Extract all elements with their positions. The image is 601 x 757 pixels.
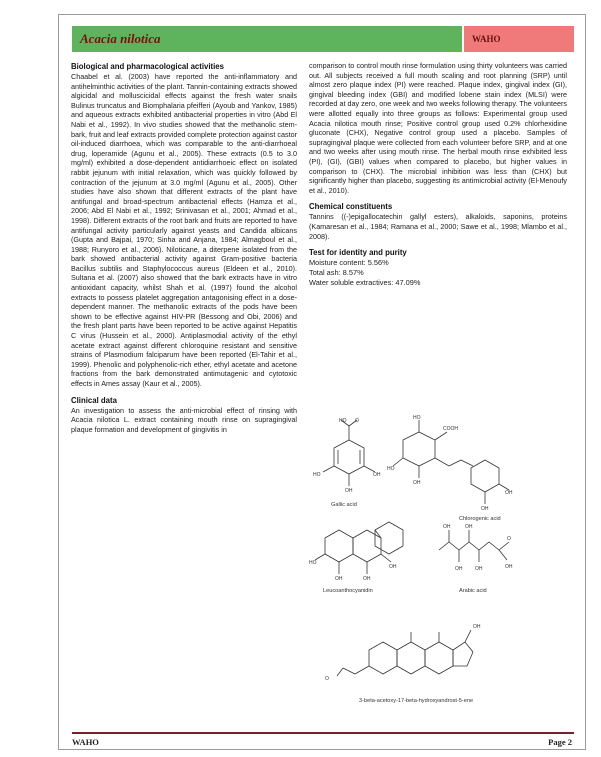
svg-text:O: O (507, 536, 511, 542)
label-leucoanthocyanidin: Leucoanthocyanidin (323, 588, 373, 594)
svg-text:OH: OH (345, 488, 353, 494)
section-heading-clinical: Clinical data (71, 395, 117, 405)
paragraph-clinical: An investigation to assess the anti-micr… (71, 405, 297, 434)
paragraph-constituents: Tannins ((-)epigallocatechin gallyl este… (309, 212, 567, 241)
section-heading-biological: Biological and pharmacological activitie… (71, 62, 224, 71)
header-band: Acacia nilotica WAHO (72, 26, 574, 52)
label-steroid: 3-beta-acetoxy-17-beta-hydroxyandrost-5-… (359, 698, 474, 704)
footer-organization: WAHO (72, 737, 99, 747)
svg-text:OH: OH (389, 564, 397, 570)
svg-text:HO: HO (309, 560, 317, 566)
purity-ash: Total ash: 8.57% (309, 268, 364, 278)
svg-text:OH: OH (475, 566, 483, 572)
svg-text:O: O (325, 676, 329, 682)
label-arabic-acid: Arabic acid (459, 588, 487, 594)
svg-text:OH: OH (505, 564, 513, 570)
svg-text:HO: HO (339, 418, 347, 424)
chemical-structures-figure: HO O OH OH HO HO COOH OH OH HO OH OH OH HO OH OH… (309, 410, 567, 728)
svg-text:HO: HO (313, 472, 321, 478)
footer-rule (72, 732, 574, 734)
svg-text:O: O (355, 418, 359, 424)
monograph-title: Acacia nilotica (72, 26, 462, 52)
svg-text:OH: OH (413, 480, 421, 486)
paragraph-biological: Chaabel et al. (2003) have reported the … (71, 72, 297, 388)
gallic-acid-structure (322, 419, 376, 486)
purity-moisture: Moisture content: 5.56% (309, 258, 389, 268)
paragraph-clinical-cont: comparison to control mouth rinse formul… (309, 61, 567, 195)
arabic-acid-structure (438, 530, 510, 562)
section-heading-identity: Test for identity and purity (309, 248, 407, 258)
label-gallic-acid: Gallic acid (331, 502, 357, 508)
svg-text:OH: OH (481, 506, 489, 512)
svg-text:COOH: COOH (443, 426, 458, 432)
chlorogenic-acid-structure (392, 420, 510, 504)
svg-text:OH: OH (465, 524, 473, 530)
svg-text:HO: HO (413, 415, 421, 421)
svg-text:OH: OH (455, 566, 463, 572)
leucoanthocyanidin-structure (314, 521, 404, 574)
document-page: Acacia nilotica WAHO Biological and phar… (58, 14, 586, 750)
steroid-structure (336, 629, 474, 677)
svg-text:OH: OH (443, 524, 451, 530)
right-column: comparison to control mouth rinse formul… (309, 61, 567, 288)
svg-text:OH: OH (373, 472, 381, 478)
organization-tag: WAHO (464, 26, 574, 52)
svg-text:OH: OH (363, 576, 371, 582)
section-heading-constituents: Chemical constituents (309, 202, 393, 212)
svg-text:OH: OH (505, 490, 513, 496)
svg-text:OH: OH (335, 576, 343, 582)
svg-text:OH: OH (473, 624, 481, 630)
purity-extractives: Water soluble extractives: 47.09% (309, 278, 421, 288)
page-number: Page 2 (548, 737, 572, 747)
label-chlorogenic-acid: Chlorogenic acid (459, 516, 501, 522)
structures-svg: HO O OH OH HO HO COOH OH OH HO OH OH OH HO OH OH… (309, 415, 513, 682)
left-column: Biological and pharmacological activitie… (71, 61, 297, 440)
svg-text:HO: HO (387, 466, 395, 472)
